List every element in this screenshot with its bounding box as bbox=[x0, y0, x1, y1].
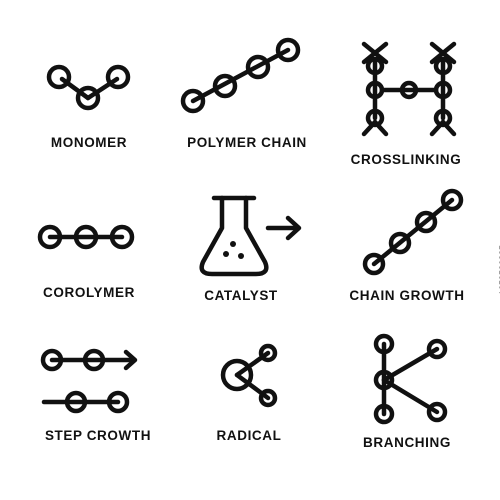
label-radical: RADICAL bbox=[216, 428, 282, 443]
label-catalyst: CATALYST bbox=[204, 288, 278, 303]
corolymer-icon bbox=[37, 224, 135, 250]
catalyst-flask-icon bbox=[199, 195, 302, 277]
step-growth-icon bbox=[40, 348, 138, 414]
label-chain-growth: CHAIN GROWTH bbox=[349, 288, 465, 303]
label-monomer: MONOMER bbox=[50, 135, 128, 150]
label-branching: BRANCHING bbox=[363, 435, 451, 450]
chain-growth-icon bbox=[362, 188, 464, 276]
label-corolymer: COROLYMER bbox=[43, 285, 135, 300]
label-crosslinking: CROSSLINKING bbox=[350, 152, 462, 167]
label-polymer-chain: POLYMER CHAIN bbox=[187, 135, 307, 150]
radical-icon bbox=[220, 343, 278, 408]
label-step-crowth: STEP CROWTH bbox=[44, 428, 152, 443]
crosslinking-icon bbox=[361, 41, 457, 137]
polymer-chain-icon bbox=[180, 37, 301, 114]
branching-icon bbox=[373, 333, 448, 425]
monomer-icon bbox=[46, 64, 131, 111]
